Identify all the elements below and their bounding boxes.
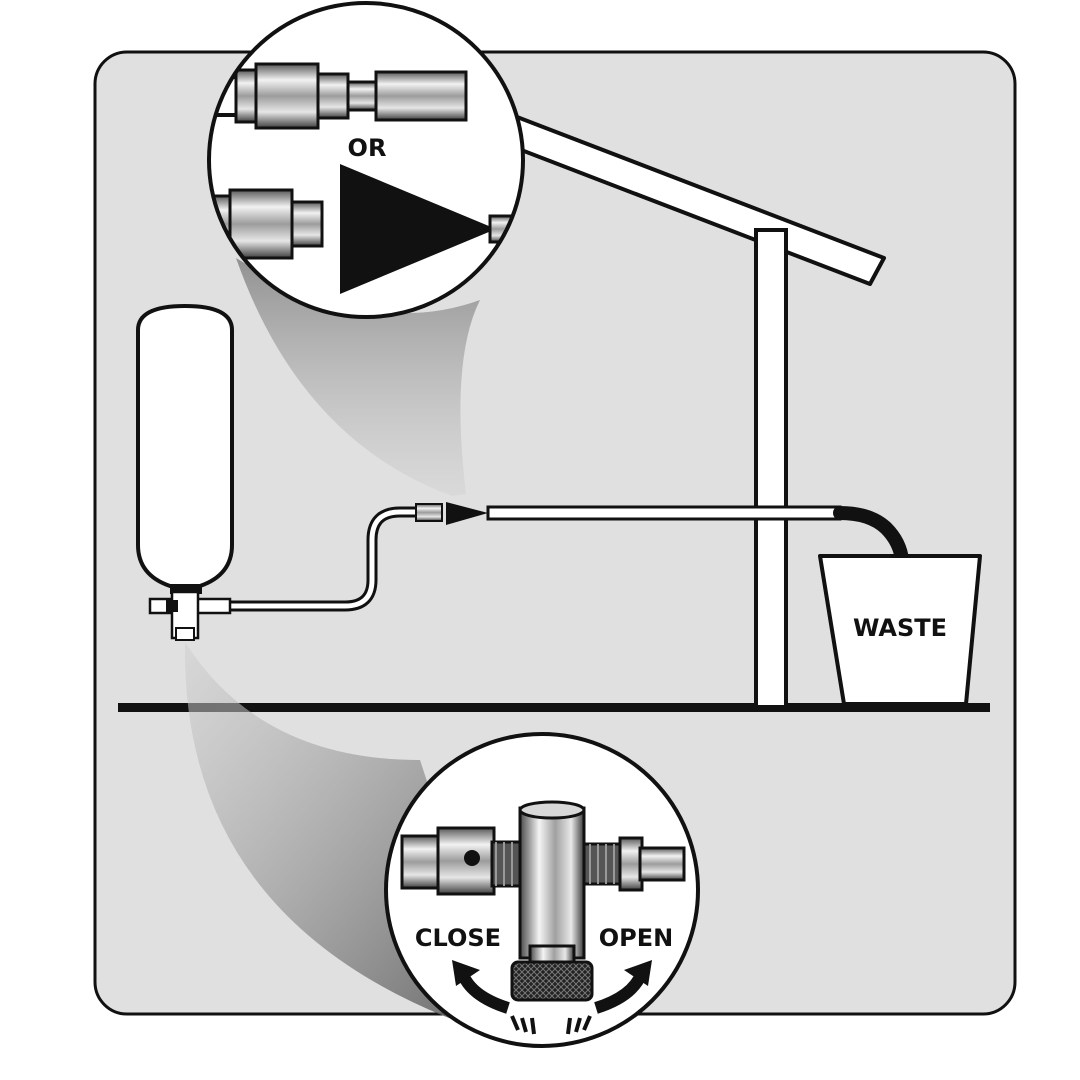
shelter-post [754, 228, 788, 709]
cone-restrictor-icon [340, 164, 496, 294]
small-cone-restrictor-icon [446, 502, 488, 525]
zoom-circle-outlet-options: OR [207, 1, 525, 319]
outlet-hose [833, 506, 909, 567]
ground-line [118, 703, 990, 712]
needle-valve-icon [518, 806, 586, 960]
open-label: OPEN [599, 924, 673, 952]
waste-label: WASTE [853, 614, 947, 642]
open-tick-marks [566, 1015, 592, 1035]
close-label: CLOSE [415, 924, 501, 952]
waste-bucket-icon [818, 554, 982, 706]
close-tick-marks [510, 1015, 536, 1035]
zoom-circle-valve-detail: CLOSE OPEN [384, 732, 700, 1048]
zoom-shadow-top [236, 258, 480, 496]
valve-port-hole [464, 850, 480, 866]
outlet-tube [486, 505, 842, 521]
or-label: OR [348, 134, 387, 162]
valve-knob[interactable] [510, 960, 594, 1002]
gas-cylinder-icon [136, 303, 234, 588]
cylinder-neck [170, 584, 202, 594]
small-fitting [415, 503, 443, 522]
small-needle-valve-icon [148, 590, 232, 641]
